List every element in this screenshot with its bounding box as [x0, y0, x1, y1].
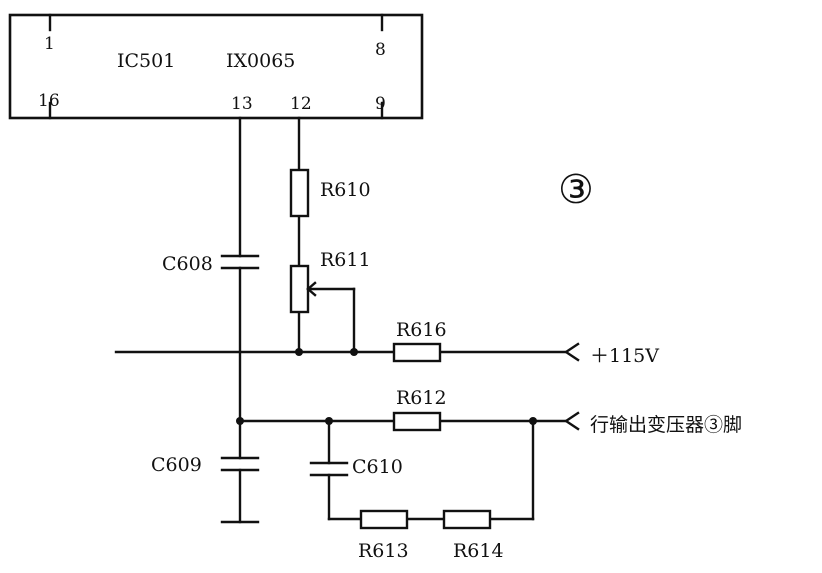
ic-pin-8: 8	[375, 40, 386, 60]
ic-pin-12: 12	[290, 94, 312, 114]
circled-number-3: ③	[558, 167, 594, 213]
resistor-r610	[289, 168, 310, 218]
supply-wire	[114, 342, 580, 362]
junction-wiper	[350, 348, 358, 356]
r612-label: R612	[396, 387, 447, 409]
resistor-r612	[392, 411, 442, 432]
ic-pin-9: 9	[375, 94, 386, 114]
resistor-r616	[392, 342, 442, 363]
ic-pin-13: 13	[231, 94, 253, 114]
flyback-terminal-label: 行输出变压器③脚	[590, 414, 742, 436]
ic501-block	[8, 13, 424, 120]
capacitor-c609	[220, 456, 260, 472]
c610-label: C610	[352, 456, 403, 478]
potentiometer-r611	[289, 264, 310, 314]
resistor-r614	[442, 509, 492, 530]
r611-wiper	[306, 281, 356, 354]
ic-pin-16: 16	[38, 91, 60, 111]
r616-label: R616	[396, 319, 447, 341]
flyback-wire	[238, 411, 580, 431]
r613-label: R613	[358, 540, 409, 562]
junction-pin12	[295, 348, 303, 356]
supply-terminal-label: ＋115V	[590, 345, 659, 367]
c609-label: C609	[151, 454, 202, 476]
junction-c609	[236, 417, 244, 425]
ic-pin-ticks	[48, 13, 384, 120]
c610-branch	[309, 419, 535, 521]
r614-label: R614	[453, 540, 504, 562]
r610-label: R610	[320, 179, 371, 201]
resistor-r613	[359, 509, 409, 530]
ic-part-number: IX0065	[226, 50, 295, 72]
c608-label: C608	[162, 253, 213, 275]
ic-pin-1: 1	[44, 34, 55, 54]
r611-label: R611	[320, 249, 371, 271]
capacitor-c608	[220, 254, 260, 270]
ic-name: IC501	[117, 50, 175, 72]
